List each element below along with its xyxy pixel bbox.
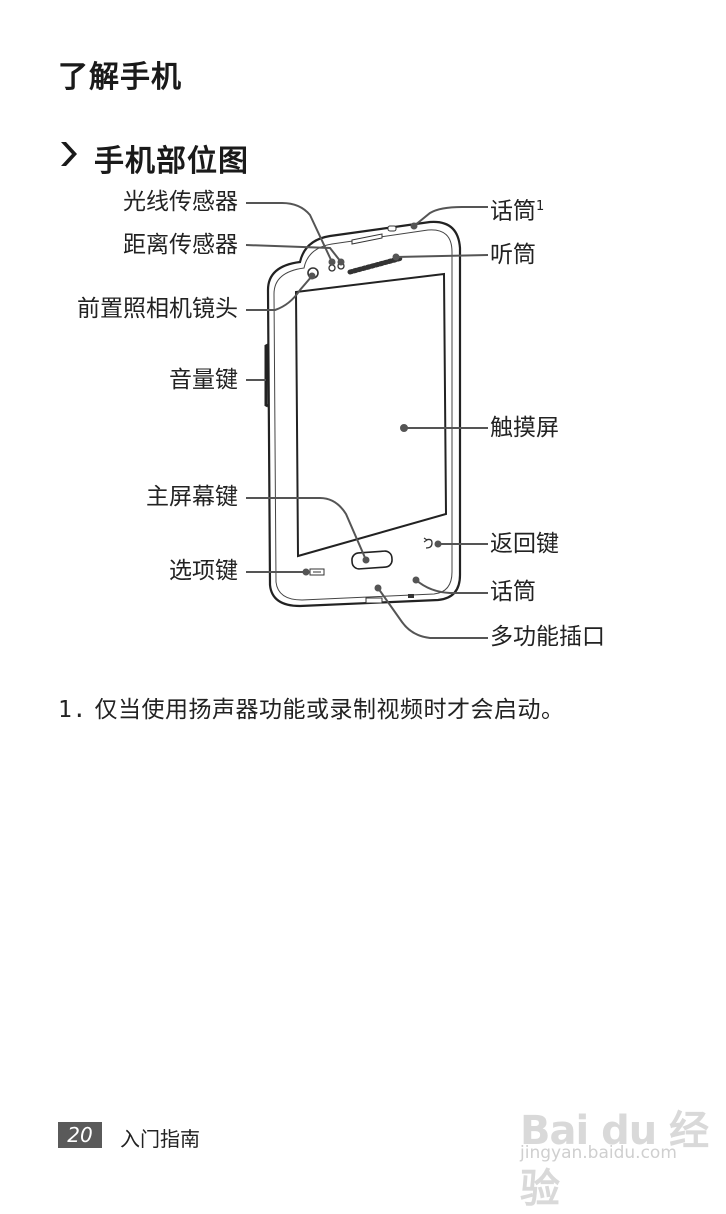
section-chevron-icon (61, 142, 77, 166)
earpiece-grille (347, 255, 405, 275)
callout-top-microphone (413, 206, 488, 227)
options-key-icon (309, 568, 325, 576)
callout-multifunction-jack (377, 587, 488, 639)
page-number: 20 (58, 1122, 102, 1148)
back-key-icon (423, 537, 433, 549)
watermark-url: jingyan.baidu.com (520, 1143, 677, 1163)
touch-screen-area (294, 272, 448, 558)
callout-light-sensor (246, 202, 333, 263)
page-title: 了解手机 (58, 60, 182, 95)
bottom-microphone (408, 594, 414, 598)
label-options-key: 选项键 (169, 558, 238, 584)
footnote-marker: 1 (536, 199, 545, 214)
home-key (351, 550, 393, 570)
bottom-jack (365, 597, 383, 604)
label-back-key: 返回键 (490, 531, 559, 557)
callout-lines (245, 202, 489, 639)
footer-chapter: 入门指南 (120, 1127, 200, 1151)
top-edge-slot (351, 233, 383, 245)
callout-proximity-sensor (245, 244, 342, 263)
volume-key (264, 343, 269, 408)
footnote-number: 1. (58, 697, 87, 723)
callout-front-camera (246, 275, 313, 311)
label-touch-screen: 触摸屏 (490, 415, 559, 441)
label-bottom-microphone: 话筒 (490, 579, 536, 605)
section-title: 手机部位图 (94, 144, 249, 179)
footnote: 1. 仅当使用扬声器功能或录制视频时才会启动。 (58, 690, 565, 724)
label-volume-key: 音量键 (169, 367, 238, 393)
callout-bottom-microphone (415, 579, 488, 594)
label-earpiece: 听筒 (490, 242, 536, 268)
label-top-microphone: 话筒1 (490, 193, 544, 226)
callout-earpiece (395, 254, 489, 258)
footnote-text: 仅当使用扬声器功能或录制视频时才会启动。 (94, 697, 565, 723)
top-microphone-hole (387, 225, 397, 232)
label-light-sensor: 光线传感器 (123, 189, 238, 215)
label-proximity-sensor: 距离传感器 (123, 232, 238, 258)
label-home-key: 主屏幕键 (146, 484, 238, 510)
phone-diagram (245, 202, 489, 639)
label-top-microphone-text: 话筒 (490, 198, 536, 225)
label-front-camera: 前置照相机镜头 (77, 296, 238, 322)
phone-body-inner-edge (273, 229, 453, 601)
watermark-brand: Bai du 经验 (520, 1108, 709, 1212)
light-sensor-dot (328, 264, 336, 272)
label-multifunction-jack: 多功能插口 (490, 624, 605, 650)
callout-home-key (246, 497, 367, 561)
